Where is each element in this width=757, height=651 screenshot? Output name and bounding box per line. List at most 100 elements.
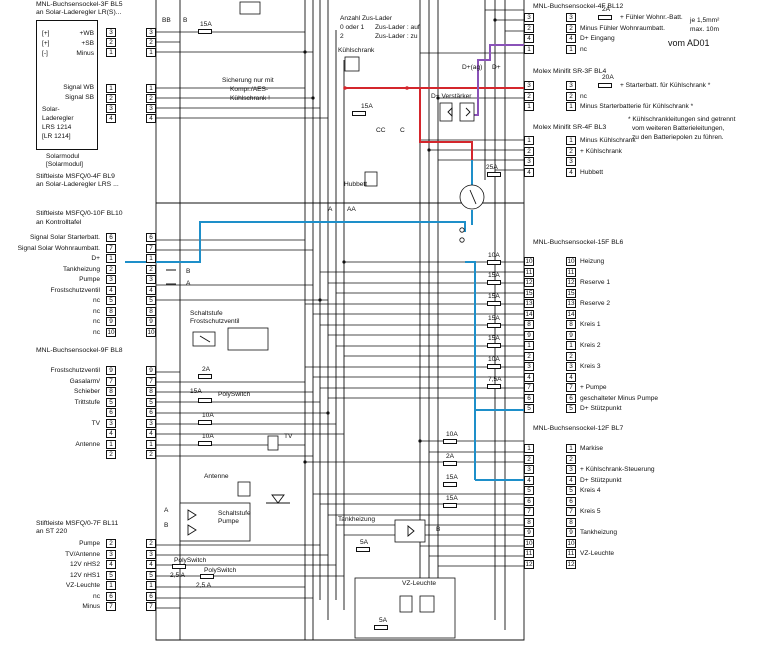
control-pin: 1 <box>106 254 116 263</box>
st220-socket: 6 <box>146 591 156 601</box>
bl4-socket: 1 <box>566 102 576 111</box>
st220-socket: 7 <box>146 602 156 611</box>
bl12-socket: 3 <box>566 13 576 22</box>
bl6-label: + Pumpe <box>580 384 607 391</box>
mnl9-pin: 8 <box>106 387 116 396</box>
signal-pin-2: 2 <box>106 94 116 103</box>
device-line-4: [LR 1214] <box>42 133 71 140</box>
bl12-fuse-label: 2A <box>602 6 611 13</box>
bl6-fuse-label: 10A <box>488 252 500 259</box>
bl12-pin: 2 <box>524 23 534 33</box>
anzahl-title: Anzahl Zus-Lader <box>340 15 393 22</box>
bl6-pin: 2 <box>524 351 534 361</box>
st220-header-1: Stiftleiste MSFQ/0-7F BL11 <box>36 520 119 527</box>
st220-socket: 5 <box>146 570 156 580</box>
mnl9-socket: 1 <box>146 439 156 449</box>
label-a-pumpe: A <box>164 507 169 514</box>
bl6-pin: 3 <box>524 362 534 371</box>
control-label: Frostschutzventil <box>50 286 100 294</box>
mnl9-socket: 6 <box>146 408 156 417</box>
bl6-socket: 1 <box>566 341 576 350</box>
bl12-socket: 2 <box>566 23 576 33</box>
st220-socket: 4 <box>146 560 156 569</box>
bl7-pin: 11 <box>524 549 534 558</box>
bl6-socket: 8 <box>566 320 576 329</box>
control-socket: 6 <box>146 233 156 242</box>
control-socket: 2 <box>146 264 156 274</box>
bl12-label: D+ Eingang <box>580 35 615 42</box>
bl4-footnote-2: vom weiteren Batterieleitungen, <box>632 125 725 132</box>
control-socket: 8 <box>146 306 156 316</box>
hubbett-relay-a: A <box>328 206 333 213</box>
fuse-5a <box>356 547 370 552</box>
st220-socket: 2 <box>146 539 156 548</box>
st220-pin: 6 <box>106 591 116 601</box>
mnl9-pin: 2 <box>106 450 116 459</box>
bl7-label: Tankheizung <box>580 529 618 536</box>
label-b-tank: B <box>436 526 441 533</box>
anzahl-line1b: Zus-Lader : auf <box>375 24 420 31</box>
control-pin: 2 <box>106 264 116 274</box>
mnl9-socket: 3 <box>146 418 156 428</box>
antenne-relay-label: Antenne <box>204 473 229 480</box>
bl12-pin: 3 <box>524 13 534 22</box>
polyswitch-2 <box>172 564 186 569</box>
solar-footer-1: Stiftleiste MSFQ/0-4F BL9 <box>36 173 115 180</box>
bl6-fuse-label: 15A <box>488 315 500 322</box>
solar-socket-a: 3 <box>146 28 156 37</box>
solar-pin-label-2: [+] <box>42 40 50 47</box>
bl7-pin: 8 <box>524 517 534 527</box>
bl6-socket: 9 <box>566 330 576 340</box>
label-dplus-ag: D+(ag) <box>462 64 483 71</box>
bl7-pin: 6 <box>524 496 534 506</box>
control-socket: 5 <box>146 296 156 305</box>
bl3-pin: 2 <box>524 146 534 156</box>
bl12-header: MNL-Buchsensockel-4F BL12 <box>533 3 624 10</box>
bl4-socket: 3 <box>566 81 576 90</box>
bl7-fuse-label: 15A <box>446 495 458 502</box>
bl7-socket: 7 <box>566 507 576 516</box>
solar-pin-label-3b: Minus <box>76 50 94 57</box>
fuse-5a-2 <box>374 625 388 630</box>
bl6-fuse-label: 7,5A <box>488 376 502 383</box>
control-socket: 9 <box>146 317 156 326</box>
mnl9-pin: 3 <box>106 418 116 428</box>
bl7-pin: 10 <box>524 538 534 548</box>
device-line-2: Laderegler <box>42 115 74 122</box>
bl12-fuse <box>598 15 612 20</box>
mnl9-label: Frostschutzventil <box>50 367 100 374</box>
bl3-pin: 3 <box>524 157 534 166</box>
solar-header-1: MNL-Buchsensockel-3F BL5 <box>36 1 123 8</box>
solar-footer-2: an Solar-Laderegler LRS ... <box>36 181 119 188</box>
signal-pin-1: 1 <box>106 84 116 93</box>
bl6-fuse <box>487 301 501 306</box>
bl12-socket: 1 <box>566 44 576 54</box>
solar-controller-box <box>36 20 98 150</box>
fuse-10a-1-label: 10A <box>202 412 214 419</box>
control-label: Signal Solar Wohnraumbatt. <box>17 244 100 252</box>
fuse-25a-label: 25A <box>486 164 498 171</box>
mnl9-socket: 2 <box>146 450 156 459</box>
st220-header-2: an ST 220 <box>36 528 68 535</box>
bl3-label: Hubbett <box>580 168 604 176</box>
st220-pin: 4 <box>106 560 116 569</box>
bl6-socket: 12 <box>566 278 576 287</box>
bl7-socket: 10 <box>566 538 576 548</box>
bl6-socket: 10 <box>566 257 576 266</box>
bl7-pin: 9 <box>524 528 534 537</box>
bl4-footnote-1: * Kühlschrankleitungen sind getrennt <box>628 116 736 123</box>
bl4-pin: 3 <box>524 81 534 90</box>
control-socket: 3 <box>146 275 156 284</box>
st220-label: nc <box>93 592 100 600</box>
solar-pin-c: 1 <box>106 48 116 57</box>
bl4-label: + Starterbatt. für Kühlschrank * <box>620 82 711 89</box>
fuse-15a-top <box>198 29 212 34</box>
vz-leuchte-relay-label: VZ-Leuchte <box>402 580 437 587</box>
bl6-socket: 2 <box>566 351 576 361</box>
anzahl-line2b: Zus-Lader : zu <box>375 33 418 40</box>
fuse-relay-label: 15A <box>361 103 373 110</box>
sicherung-2: Kompr./AES- <box>230 86 269 93</box>
bl6-pin: 11 <box>524 267 534 277</box>
bl6-fuse-label: 15A <box>488 272 500 279</box>
label-cc: CC <box>376 127 386 134</box>
